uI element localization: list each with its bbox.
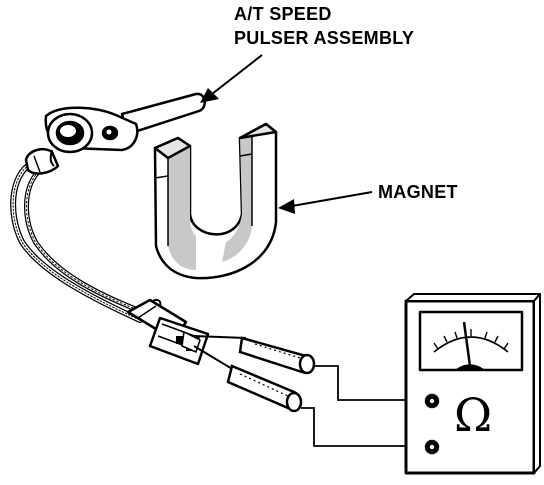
ohm-symbol: Ω: [454, 388, 493, 442]
sensor-cable: [10, 160, 146, 323]
cable-connector: [126, 298, 210, 366]
test-probe-upper: [193, 335, 316, 375]
magnet-leader-arrow: [278, 191, 373, 214]
u-magnet: [153, 122, 278, 280]
pulser-label-line2: PULSER ASSEMBLY: [234, 28, 415, 48]
test-probe-lower: [193, 345, 303, 413]
test-leads: [301, 365, 426, 447]
ohmmeter: [404, 293, 541, 475]
magnet-label: MAGNET: [378, 182, 458, 202]
pulser-leader-arrow: [200, 54, 263, 103]
pulser-label-line1: A/T SPEED: [234, 4, 332, 24]
speed-pulser-assembly: [24, 92, 206, 175]
